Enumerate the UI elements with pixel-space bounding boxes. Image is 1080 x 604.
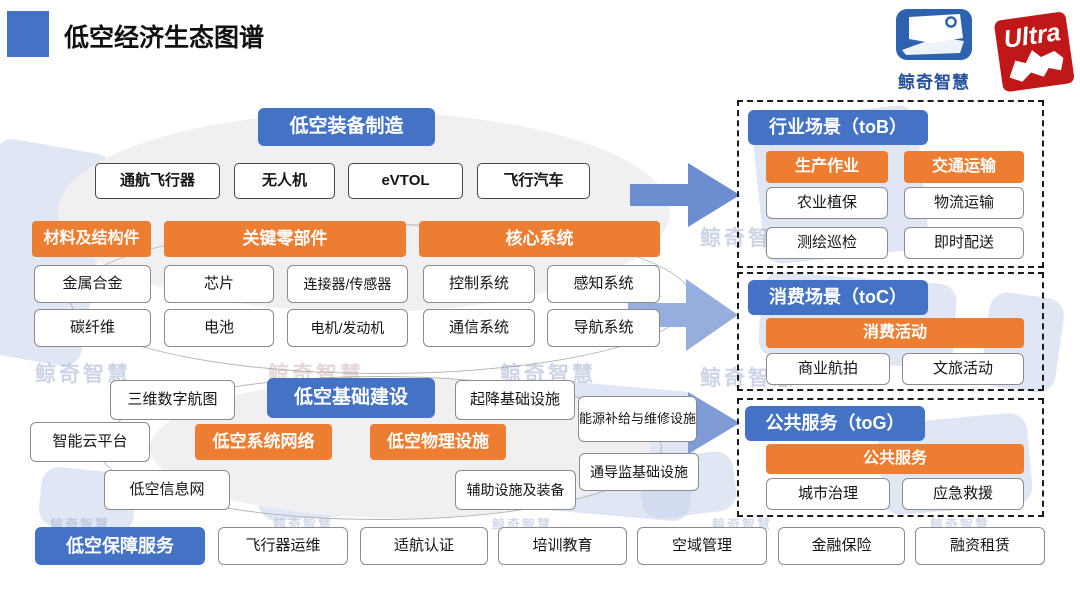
title-accent-square — [7, 11, 49, 57]
arrow-right-icon — [630, 163, 740, 227]
diagram-node: 辅助设施及装备 — [455, 470, 576, 510]
diagram-node: 融资租赁 — [915, 527, 1045, 565]
diagram-node: 通航飞行器 — [95, 163, 220, 199]
diagram-node: 物流运输 — [904, 187, 1024, 219]
arrow-right-icon — [628, 279, 738, 351]
diagram-node: 培训教育 — [498, 527, 627, 565]
category-header: 消费活动 — [766, 318, 1024, 348]
diagram-node: 城市治理 — [766, 478, 890, 510]
whale-logo-icon — [896, 9, 972, 60]
diagram-node: 金融保险 — [778, 527, 905, 565]
category-header-systems: 核心系统 — [419, 221, 660, 257]
diagram-node: 起降基础设施 — [455, 380, 575, 420]
diagram-node: 导航系统 — [547, 309, 660, 347]
category-header-physical: 低空物理设施 — [370, 424, 506, 460]
section-header-tog: 公共服务（toG） — [745, 406, 925, 441]
category-header: 生产作业 — [766, 151, 888, 183]
section-header-equipment: 低空装备制造 — [258, 108, 435, 146]
section-header-services: 低空保障服务 — [35, 527, 205, 565]
diagram-node: 测绘巡检 — [766, 227, 888, 259]
diagram-node: 农业植保 — [766, 187, 888, 219]
diagram-node: 应急救援 — [902, 478, 1024, 510]
brand-logo-text: 鲸奇智慧 — [898, 73, 970, 92]
diagram-node: eVTOL — [348, 163, 463, 199]
diagram-node: 飞行器运维 — [218, 527, 348, 565]
diagram-node: 连接器/传感器 — [287, 265, 408, 303]
diagram-node: 通导监基础设施 — [579, 453, 699, 491]
diagram-node: 商业航拍 — [766, 353, 890, 385]
diagram-node: 金属合金 — [34, 265, 151, 303]
diagram-node: 电机/发动机 — [287, 309, 408, 347]
brand-logo: 鲸奇智慧 — [890, 8, 978, 93]
scenario-panel-toc: 消费场景（toC） 消费活动 商业航拍 文旅活动 — [737, 272, 1044, 391]
section-header-infrastructure: 低空基础建设 — [267, 378, 435, 418]
diagram-node: 能源补给与维修设施 — [578, 396, 697, 442]
section-header-tob: 行业场景（toB） — [748, 110, 928, 145]
ultra-badge-icon: Ultra — [988, 4, 1078, 101]
watermark-text: 鲸奇智慧 — [35, 363, 131, 386]
category-header-network: 低空系统网络 — [195, 424, 332, 460]
category-header-parts: 关键零部件 — [164, 221, 406, 257]
category-header-materials: 材料及结构件 — [32, 221, 151, 257]
diagram-node: 控制系统 — [423, 265, 535, 303]
page-title: 低空经济生态图谱 — [64, 24, 265, 52]
diagram-node: 通信系统 — [423, 309, 535, 347]
diagram-node: 碳纤维 — [34, 309, 151, 347]
diagram-node: 智能云平台 — [30, 422, 150, 462]
category-header: 交通运输 — [904, 151, 1024, 183]
diagram-node: 感知系统 — [547, 265, 660, 303]
scenario-panel-tog: 公共服务（toG） 公共服务 城市治理 应急救援 — [737, 398, 1044, 517]
diagram-node: 三维数字航图 — [110, 380, 235, 420]
diagram-node: 适航认证 — [360, 527, 488, 565]
section-header-toc: 消费场景（toC） — [748, 280, 928, 315]
diagram-node: 无人机 — [234, 163, 335, 199]
diagram-node: 电池 — [164, 309, 274, 347]
diagram-node: 空域管理 — [637, 527, 767, 565]
diagram-node: 文旅活动 — [902, 353, 1024, 385]
category-header: 公共服务 — [766, 444, 1024, 474]
diagram-node: 芯片 — [164, 265, 274, 303]
diagram-node: 即时配送 — [904, 227, 1024, 259]
diagram-node: 飞行汽车 — [477, 163, 590, 199]
scenario-panel-tob: 行业场景（toB） 生产作业 交通运输 农业植保 物流运输 测绘巡检 即时配送 — [737, 100, 1044, 268]
diagram-node: 低空信息网 — [104, 470, 230, 510]
